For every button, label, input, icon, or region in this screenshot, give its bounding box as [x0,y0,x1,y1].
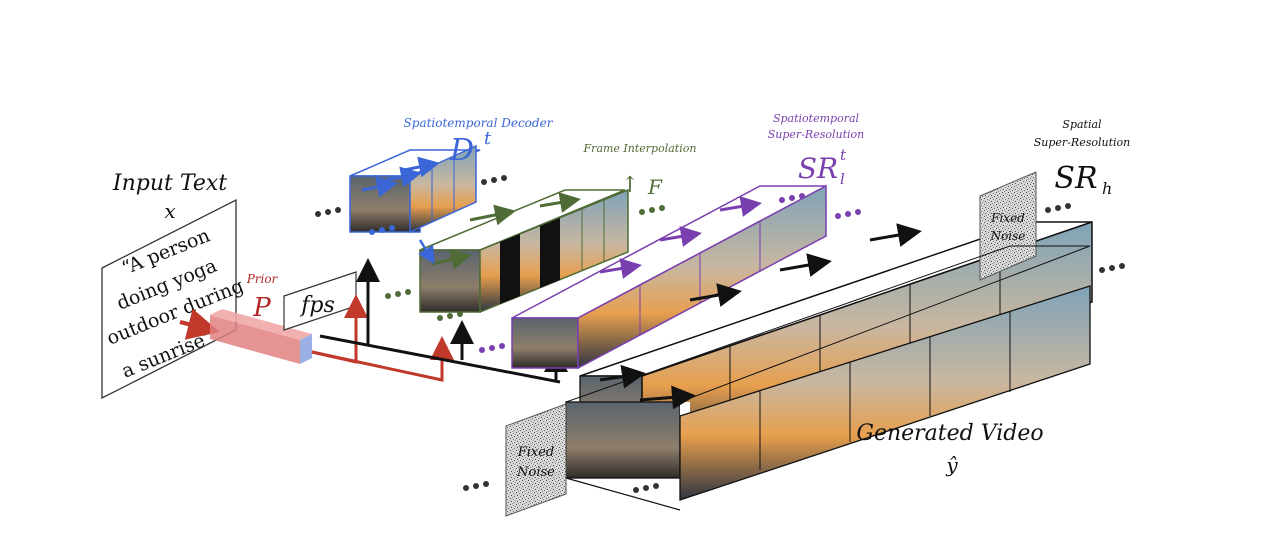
dots-interp-left [385,289,411,299]
prompt-to-prior-arrow [179,308,220,340]
decoder-label: Spatiotemporal Decoder [404,116,554,130]
sr-l-label-line2: Super-Resolution [768,128,864,141]
fps-card: fps [283,271,357,331]
input-text-panel: Input Text x “A person doing yoga outdoo… [101,171,247,400]
prior-block: Prior P [179,272,312,364]
interp-stack: Frame Interpolation ↑ F [418,142,697,314]
decoder-symbol: D [449,133,474,168]
interp-symbol: F [647,175,663,199]
dots-output-left [463,481,489,491]
generated-video-stack: Fixed Noise Generated Video ŷ [505,245,1091,517]
sr-h-symbol: SR [1054,161,1097,196]
dots-decoder-left [315,207,341,217]
sr-h-symbol-sub: h [1102,179,1112,198]
dots-srl-right [835,209,861,219]
conditioning-lines [311,258,568,384]
decoder-stack: Spatiotemporal Decoder D t [349,116,554,234]
dots-output-right [1099,263,1125,273]
noise-top-line1: Fixed [990,211,1025,225]
sr-l-symbol-sup: t [840,146,847,164]
prior-label: Prior [246,272,279,286]
interp-arrow-glyph: ↑ [621,173,639,198]
sr-l-symbol: SR [798,152,838,185]
fixed-noise-card-top [979,171,1037,281]
output-symbol: ŷ [945,453,958,477]
noise-bottom-line1: Fixed [517,445,555,460]
dots-interp-right [639,205,665,215]
fps-label: fps [299,293,335,318]
dots-interp-bottom [437,311,463,321]
noise-bottom-line2: Noise [516,465,555,480]
input-text-symbol: x [164,199,175,223]
dots-srh-right [1045,203,1071,213]
ellipsis-dots [315,175,1125,493]
prior-symbol: P [252,293,271,323]
dots-srl-top [779,193,805,203]
sr-h-label-line2: Super-Resolution [1034,136,1130,149]
dots-decoder-right [481,175,507,185]
dots-decoder-bottom [369,225,395,235]
interp-label: Frame Interpolation [583,142,697,155]
sr-l-symbol-sub: l [840,170,845,188]
noise-top-line2: Noise [990,229,1026,243]
dots-output-bottom [633,483,659,493]
sr-l-label-line1: Spatiotemporal [773,112,860,125]
sr-l-stack: Spatiotemporal Super-Resolution SR t l [511,112,864,370]
sr-h-label-line1: Spatial [1062,118,1102,131]
output-title: Generated Video [856,421,1043,446]
fixed-noise-card-bottom [505,403,567,517]
dots-srl-left [479,343,505,353]
input-text-title: Input Text [112,171,227,196]
decoder-symbol-sup: t [484,128,492,149]
